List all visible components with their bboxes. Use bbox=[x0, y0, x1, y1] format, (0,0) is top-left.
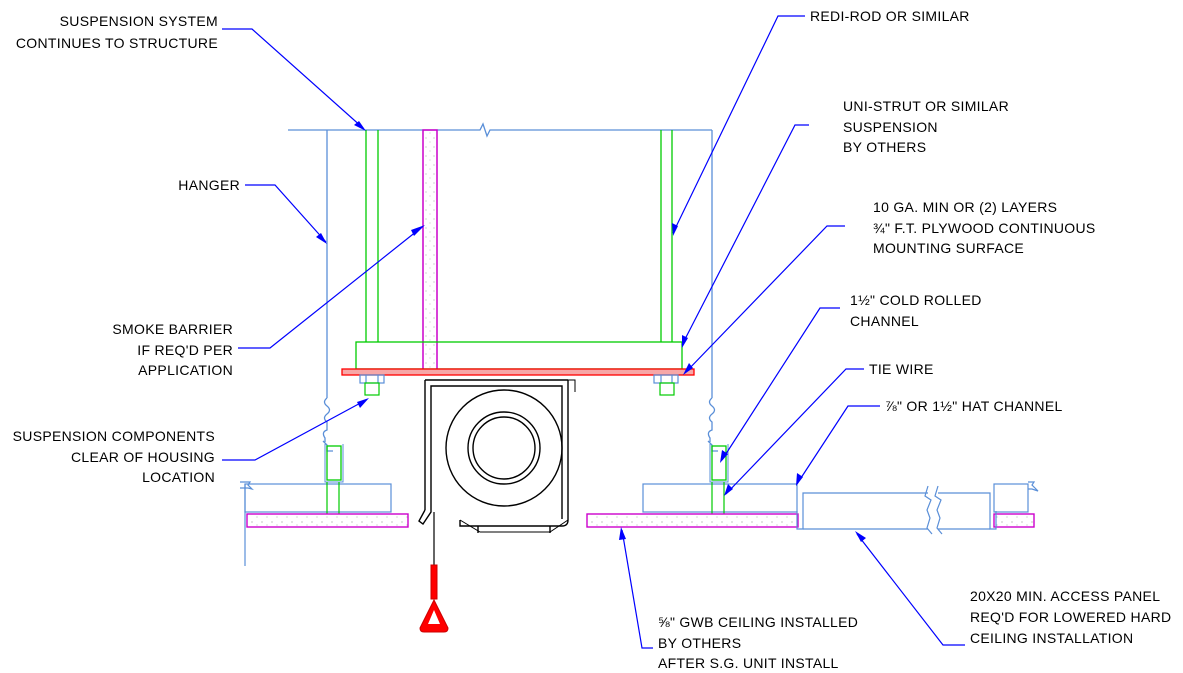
svg-text:⅝" GWB CEILING INSTALLED: ⅝" GWB CEILING INSTALLED bbox=[658, 614, 858, 630]
tie-wire-right bbox=[711, 482, 725, 514]
svg-text:10 GA. MIN OR (2) LAYERS: 10 GA. MIN OR (2) LAYERS bbox=[873, 199, 1057, 215]
cold-rolled-channel-right bbox=[709, 444, 729, 483]
smoke-barrier bbox=[422, 129, 438, 371]
svg-text:20X20 MIN. ACCESS PANEL: 20X20 MIN. ACCESS PANEL bbox=[970, 588, 1160, 604]
callout-cold-rolled: 1½" COLD ROLLED CHANNEL bbox=[850, 292, 982, 329]
hanger-wire-left bbox=[322, 130, 333, 452]
redi-rod-right bbox=[660, 130, 673, 342]
svg-text:CLEAR OF HOUSING: CLEAR OF HOUSING bbox=[71, 449, 215, 465]
svg-text:BY OTHERS: BY OTHERS bbox=[658, 635, 741, 651]
callout-suspension-system: SUSPENSION SYSTEM CONTINUES TO STRUCTURE bbox=[16, 13, 218, 51]
callout-tie-wire: TIE WIRE bbox=[869, 361, 934, 377]
pull-handle bbox=[419, 512, 449, 633]
uni-strut-channel bbox=[355, 341, 683, 370]
svg-text:UNI-STRUT OR SIMILAR: UNI-STRUT OR SIMILAR bbox=[843, 98, 1009, 114]
callout-uni-strut: UNI-STRUT OR SIMILAR SUSPENSION BY OTHER… bbox=[843, 98, 1009, 155]
gwb-ceiling-left bbox=[246, 513, 409, 528]
redi-rod-left bbox=[365, 130, 379, 342]
fastener-right bbox=[653, 374, 679, 396]
svg-text:¾" F.T. PLYWOOD CONTINUOUS: ¾" F.T. PLYWOOD CONTINUOUS bbox=[873, 220, 1096, 236]
svg-text:AFTER S.G. UNIT INSTALL: AFTER S.G. UNIT INSTALL bbox=[658, 655, 839, 671]
svg-text:CEILING INSTALLATION: CEILING INSTALLATION bbox=[970, 630, 1133, 646]
gwb-ceiling-far-right bbox=[993, 513, 1035, 528]
callout-smoke-barrier: SMOKE BARRIER IF REQ'D PER APPLICATION bbox=[112, 321, 233, 378]
callout-hanger: HANGER bbox=[178, 177, 240, 193]
fan-wheel bbox=[445, 389, 563, 507]
callout-access-panel: 20X20 MIN. ACCESS PANEL REQ'D FOR LOWERE… bbox=[970, 588, 1171, 646]
tie-wire-left bbox=[326, 482, 340, 514]
hat-channel-right bbox=[642, 483, 798, 513]
cold-rolled-channel-left bbox=[324, 444, 344, 483]
svg-text:SUSPENSION SYSTEM: SUSPENSION SYSTEM bbox=[60, 13, 218, 29]
fastener-left bbox=[359, 374, 385, 396]
svg-text:SUSPENSION: SUSPENSION bbox=[843, 119, 938, 135]
svg-text:IF REQ'D PER: IF REQ'D PER bbox=[137, 342, 233, 358]
access-panel bbox=[796, 481, 1039, 535]
svg-text:CONTINUES TO STRUCTURE: CONTINUES TO STRUCTURE bbox=[16, 35, 218, 51]
callout-hat-channel: ⅞" OR 1½" HAT CHANNEL bbox=[885, 398, 1063, 414]
svg-text:REDI-ROD OR SIMILAR: REDI-ROD OR SIMILAR bbox=[810, 8, 970, 24]
svg-text:1½" COLD ROLLED: 1½" COLD ROLLED bbox=[850, 292, 982, 308]
structure-line bbox=[288, 122, 712, 138]
svg-text:APPLICATION: APPLICATION bbox=[138, 362, 233, 378]
svg-text:HANGER: HANGER bbox=[178, 177, 240, 193]
callout-suspension-components: SUSPENSION COMPONENTS CLEAR OF HOUSING L… bbox=[13, 428, 215, 485]
unit-housing bbox=[418, 379, 576, 533]
svg-text:⅞" OR 1½" HAT CHANNEL: ⅞" OR 1½" HAT CHANNEL bbox=[885, 398, 1063, 414]
leader-arrowheads bbox=[316, 121, 866, 542]
svg-text:BY OTHERS: BY OTHERS bbox=[843, 139, 926, 155]
gwb-ceiling-right bbox=[586, 513, 799, 528]
leader-lines bbox=[222, 15, 965, 649]
mounting-surface bbox=[341, 368, 695, 376]
callout-gwb-ceiling: ⅝" GWB CEILING INSTALLED BY OTHERS AFTER… bbox=[658, 614, 858, 671]
callout-mounting-surface: 10 GA. MIN OR (2) LAYERS ¾" F.T. PLYWOOD… bbox=[873, 199, 1096, 256]
hat-channel-left bbox=[240, 481, 392, 566]
svg-text:TIE WIRE: TIE WIRE bbox=[869, 361, 934, 377]
svg-text:CHANNEL: CHANNEL bbox=[850, 313, 919, 329]
svg-text:REQ'D FOR LOWERED HARD: REQ'D FOR LOWERED HARD bbox=[970, 609, 1171, 625]
svg-text:SMOKE BARRIER: SMOKE BARRIER bbox=[112, 321, 233, 337]
callout-redi-rod: REDI-ROD OR SIMILAR bbox=[810, 8, 970, 24]
svg-text:MOUNTING SURFACE: MOUNTING SURFACE bbox=[873, 240, 1024, 256]
svg-text:LOCATION: LOCATION bbox=[142, 469, 215, 485]
svg-text:SUSPENSION COMPONENTS: SUSPENSION COMPONENTS bbox=[13, 428, 215, 444]
